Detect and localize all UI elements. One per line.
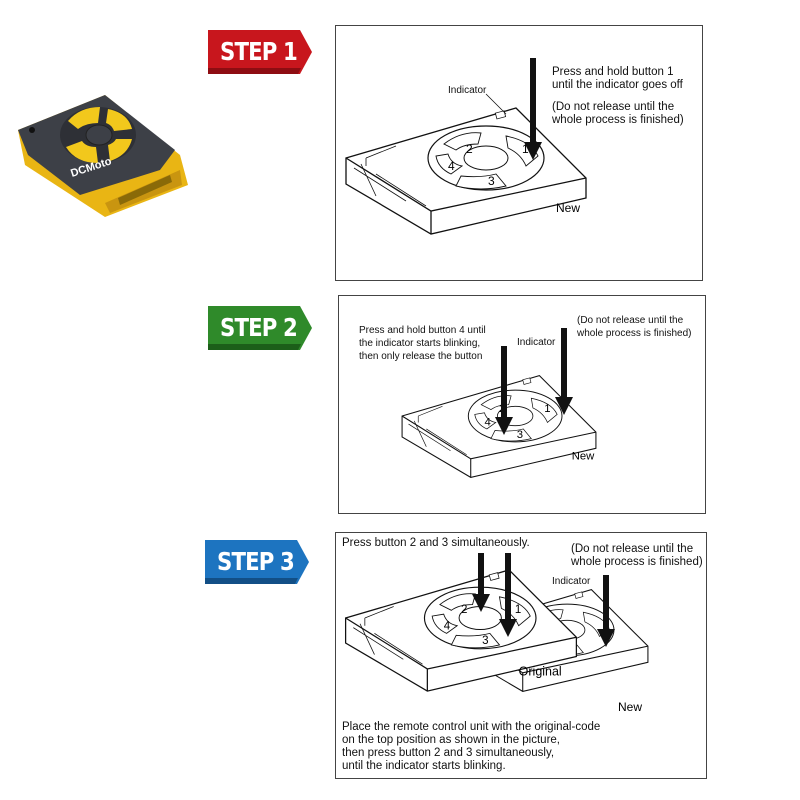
step-3-label: STEP 3: [217, 547, 295, 576]
new-remote: New: [453, 589, 649, 714]
remote-label-new: New: [618, 700, 642, 714]
step-2-label: STEP 2: [220, 313, 298, 342]
step-3-diagram: New 2 1 4 3 Original Press button 2 and …: [335, 532, 707, 779]
step-1-label: STEP 1: [220, 37, 298, 66]
button-3-label: 3: [517, 429, 523, 441]
button-4-label: 4: [448, 159, 455, 173]
button-4-label: 4: [484, 417, 490, 429]
button-3-label: 3: [488, 174, 495, 188]
button-2-label: 2: [461, 604, 467, 616]
button-3-label: 3: [482, 635, 488, 647]
button-2-label: 2: [466, 142, 473, 156]
indicator-label: Indicator: [517, 337, 556, 348]
step-3-footer: Place the remote control unit with the o…: [342, 721, 601, 772]
button-1-label: 1: [515, 604, 521, 616]
step-2-note: (Do not release until the whole process …: [577, 315, 692, 339]
indicator-label: Indicator: [552, 576, 591, 587]
indicator-label: Indicator: [448, 85, 487, 96]
button-4-label: 4: [444, 621, 451, 633]
original-remote: 2 1 4 3 Original: [344, 569, 578, 692]
step-1-instruction: Press and hold button 1 until the indica…: [552, 66, 683, 91]
step-1-banner: STEP 1: [208, 30, 312, 74]
step-1-diagram: 2 1 4 3 New Press and hold button 1 unti…: [335, 25, 703, 281]
step-3-instruction: Press button 2 and 3 simultaneously.: [342, 537, 530, 549]
step-2-banner: STEP 2: [208, 306, 312, 350]
step-1-note: (Do not release until the whole process …: [552, 101, 684, 126]
remote-label-new: New: [556, 201, 580, 215]
product-photo: DCMoto: [10, 85, 195, 225]
step-2-diagram: 2 1 4 3 New Press and hold button 4 unti…: [338, 295, 706, 514]
step-2-instruction: Press and hold button 4 until the indica…: [359, 325, 486, 362]
button-1-label: 1: [522, 142, 529, 156]
remote-label-original: Original: [519, 665, 562, 679]
step-3-banner: STEP 3: [205, 540, 309, 584]
button-1-label: 1: [544, 403, 550, 415]
step-3-note: (Do not release until the whole process …: [571, 543, 703, 568]
remote-label-new: New: [572, 451, 595, 463]
